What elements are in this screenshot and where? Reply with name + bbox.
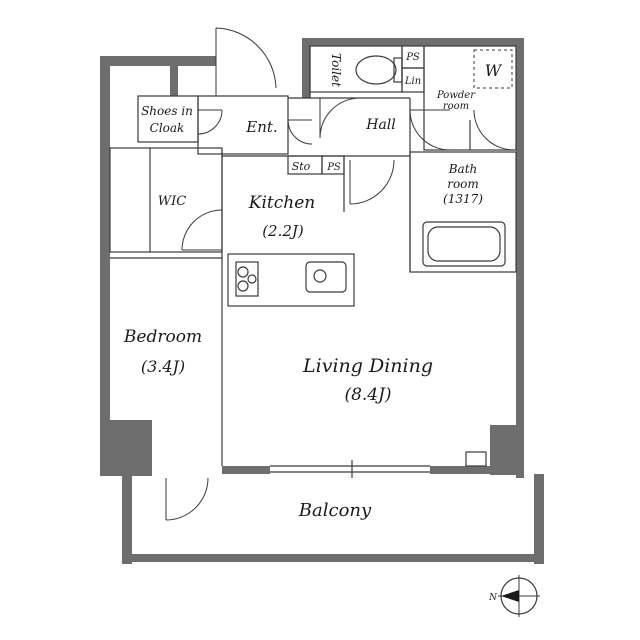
living-dining-size-label: (8.4J) <box>344 385 391 405</box>
powder-room-label-2: room <box>443 101 469 112</box>
hall-label: Hall <box>365 117 396 133</box>
toilet-label: Toilet <box>329 53 343 87</box>
outer-walls <box>100 38 544 564</box>
wic-label: WIC <box>158 194 186 209</box>
interior-walls <box>109 45 517 478</box>
bath-room-label-2: room <box>447 177 479 191</box>
compass-icon: N <box>488 575 540 617</box>
washer-label: W <box>485 61 503 80</box>
living-dining-label: Living Dining <box>302 355 433 377</box>
kitchen-size-label: (2.2J) <box>262 222 304 240</box>
ps-top-label: PS <box>405 52 420 63</box>
ps-kitchen-label: PS <box>326 162 341 173</box>
fixtures <box>237 55 471 292</box>
compass-north-label: N <box>488 593 498 603</box>
bedroom-label: Bedroom <box>123 327 202 347</box>
bath-room-label: Bath <box>448 162 478 176</box>
lin-label: Lin <box>404 76 421 87</box>
sto-label: Sto <box>292 160 311 173</box>
bedroom-size-label: (3.4J) <box>141 357 185 376</box>
shoes-cloak-label-2: Cloak <box>150 121 185 135</box>
kitchen-label: Kitchen <box>248 193 315 213</box>
balcony-label: Balcony <box>298 500 372 521</box>
doors <box>165 27 515 521</box>
bath-room-size-label: (1317) <box>443 192 483 206</box>
entrance-label: Ent. <box>245 118 277 136</box>
powder-room-label: Powder <box>436 90 476 101</box>
shoes-cloak-label: Shoes in <box>141 104 193 118</box>
